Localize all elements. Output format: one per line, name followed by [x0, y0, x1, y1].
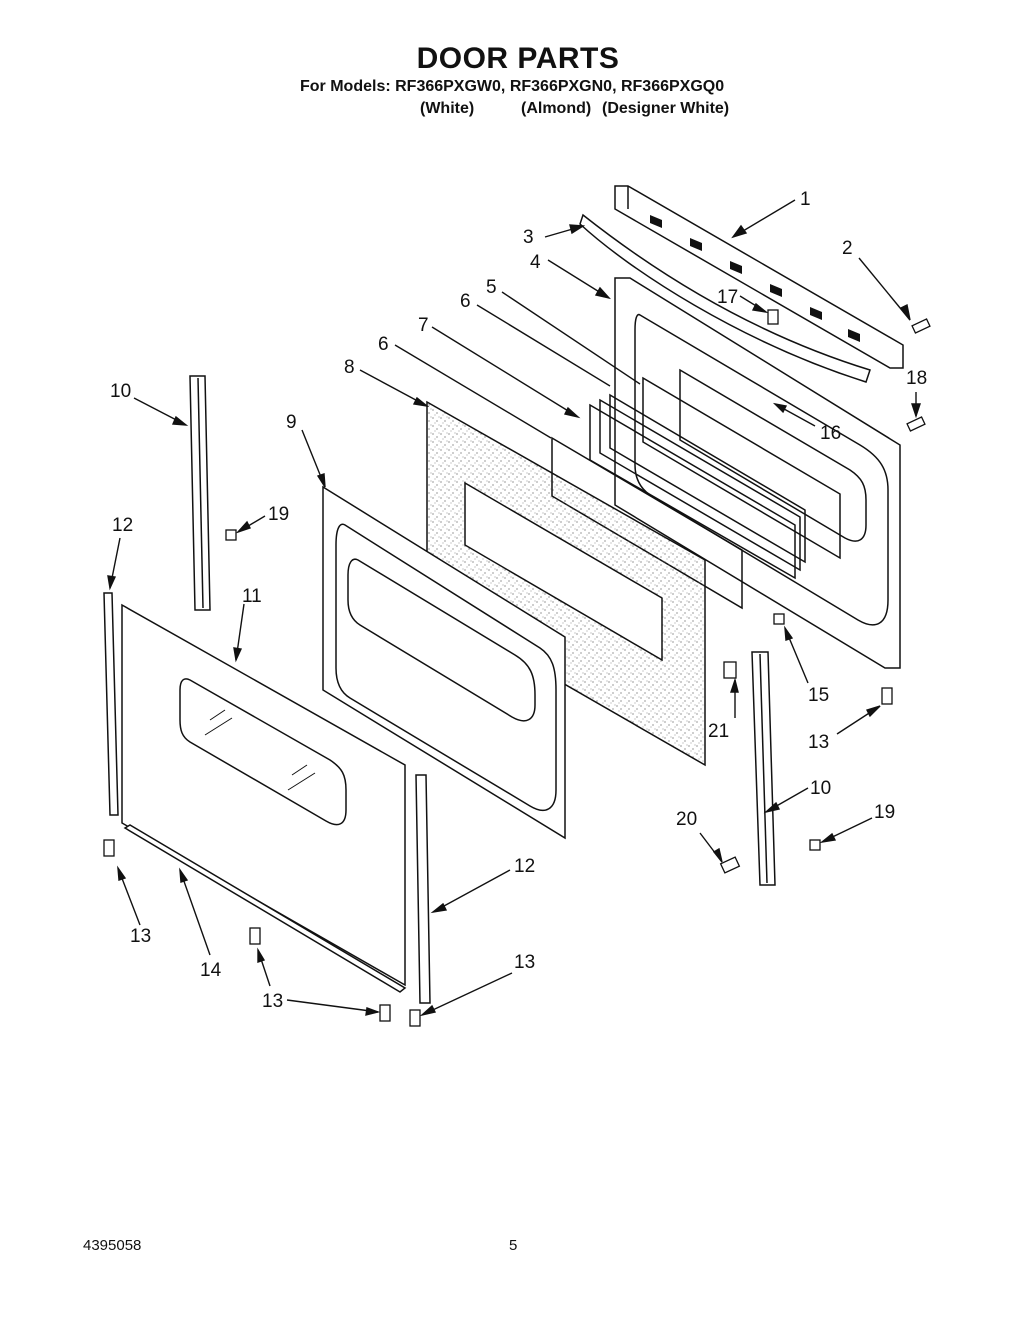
callout-6b: 6 [378, 334, 389, 355]
callout-7: 7 [418, 315, 429, 336]
part-insulation [426, 400, 706, 767]
part-control-trim [614, 185, 904, 369]
models-line: For Models: RF366PXGW0, RF366PXGN0, RF36… [300, 78, 725, 95]
part-side-trims [103, 592, 431, 1004]
callout-12b: 12 [514, 856, 535, 877]
callout-17: 17 [717, 287, 738, 308]
page-number: 5 [509, 1237, 518, 1254]
callout-19b: 19 [874, 802, 895, 823]
callout-12: 12 [112, 515, 133, 536]
callout-10b: 10 [810, 778, 831, 799]
screw-icons-lower [103, 661, 893, 1027]
variant-white: (White) [420, 100, 475, 117]
callout-19: 19 [268, 504, 289, 525]
callout-10: 10 [110, 381, 131, 402]
callout-13d: 13 [514, 952, 535, 973]
callout-4: 4 [530, 252, 541, 273]
part-door-liner [322, 485, 566, 840]
screw-icons [767, 309, 931, 432]
leader-lines [107, 199, 921, 1017]
callout-9: 9 [286, 412, 297, 433]
part-hinge-bracket-left [189, 375, 211, 611]
callout-14: 14 [200, 960, 222, 981]
part-hinge-bracket-right [751, 651, 776, 886]
callout-13b: 13 [130, 926, 151, 947]
callout-15: 15 [808, 685, 829, 706]
callout-5: 5 [486, 277, 497, 298]
page-title: DOOR PARTS [416, 42, 620, 75]
callout-11: 11 [242, 586, 262, 607]
callout-6: 6 [460, 291, 471, 312]
clip-icons [225, 529, 821, 851]
doc-number: 4395058 [83, 1237, 142, 1254]
part-inner-door [614, 277, 901, 669]
callout-20: 20 [676, 809, 697, 830]
variant-designer-white: (Designer White) [602, 100, 730, 117]
callout-21: 21 [708, 721, 729, 742]
part-window-pack [589, 376, 841, 580]
callout-16: 16 [820, 423, 841, 444]
callout-13: 13 [808, 732, 829, 753]
part-outer-glass [121, 603, 406, 987]
part-trim-strip [579, 213, 871, 383]
callout-3: 3 [523, 227, 534, 248]
callout-18: 18 [906, 368, 927, 389]
variant-almond: (Almond) [521, 100, 592, 117]
callout-8: 8 [344, 357, 355, 378]
part-bottom-trim [123, 824, 407, 993]
callout-13c: 13 [262, 991, 283, 1012]
callout-2: 2 [842, 238, 853, 259]
callout-numbers: 1 2 3 4 5 6 17 18 10 7 6 8 16 9 19 12 11… [110, 189, 927, 1012]
callout-1: 1 [800, 189, 811, 210]
